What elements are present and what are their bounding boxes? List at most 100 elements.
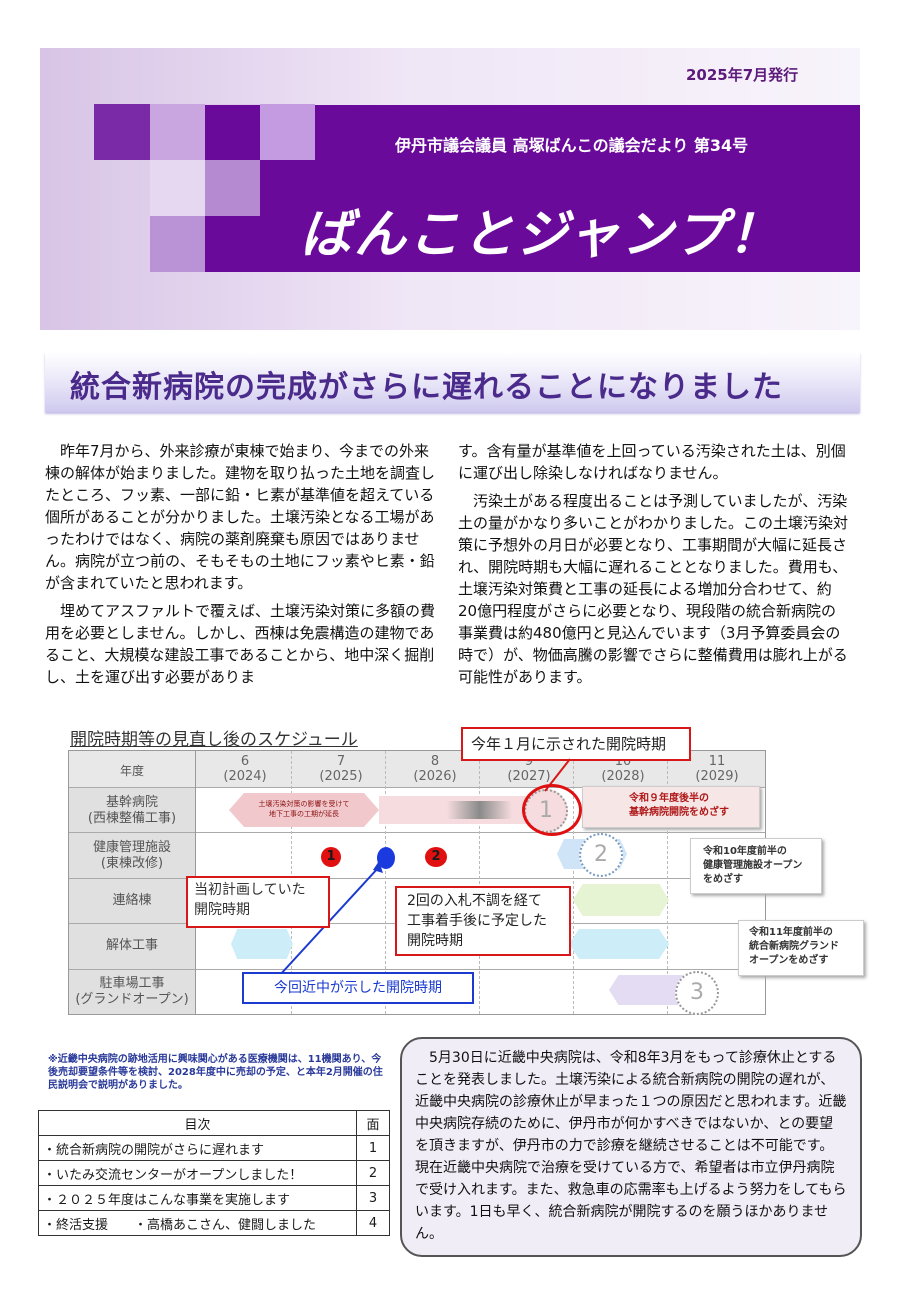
note-text: 健康管理施設オープン [703,860,803,871]
deco-square [150,160,205,216]
toc-page: 2 [356,1160,390,1186]
year-col: 11(2029) [669,754,765,784]
fy: 7 [336,754,346,769]
row-label-demolition: 解体工事 [69,938,195,954]
grid-line [385,751,386,1014]
year: (2024) [223,769,267,784]
note-milestone-2: 令和10年度前半の健康管理施設オープンをめざす [690,838,822,894]
toc-item: ・統合新病院の開院がさらに遅れます [38,1135,357,1161]
table-row[interactable]: ・２０２５年度はこんな事業を実施します 3 [38,1185,390,1211]
note-milestone-1: 令和９年度後半の基幹病院開院をめざす [582,786,760,828]
fy: 9 [524,754,534,769]
callout-initial-plan: 当初計画していた開院時期 [186,876,330,928]
headline: 統合新病院の完成がさらに遅れることになりました [70,370,783,405]
table-row[interactable]: ・いたみ交流センターがオープンしました！ 2 [38,1160,390,1186]
milestone-2-icon: 2 [579,833,623,877]
toc-item: ・２０２５年度はこんな事業を実施します [38,1185,357,1211]
row-label-connector: 連絡棟 [69,893,195,909]
note-text: 基幹病院開院をめざす [629,807,729,818]
demolition-bar-1 [231,929,293,959]
grid-line [69,832,765,833]
footnote: ※近畿中央病院の跡地活用に興味関心がある医療機関は、11機関あり、今後売却要望条… [48,1054,383,1091]
deco-square [205,160,260,216]
callout-ring [522,784,582,836]
year: (2029) [695,769,739,784]
year: (2027) [507,769,551,784]
row-label: 連絡棟 [112,893,152,908]
year-col: 8(2026) [387,754,483,784]
construction-bar [229,793,379,827]
grid-line [667,751,668,1014]
toc-page: 1 [356,1135,390,1161]
paragraph: す。含有量が基準値を上回っている汚染された土は、別個に運び出し除染しなければなり… [458,442,846,482]
note-text: 令和９年度後半の [629,793,709,804]
note-text: オープンをめざす [749,955,829,966]
toc-header-title: 目次 [38,1110,357,1136]
row-label: 基幹病院 [105,795,158,810]
marker-1-icon: 1 [321,847,341,867]
callout-text: 工事着手後に予定した [407,913,547,929]
row-sublabel: (西棟整備工事) [87,811,177,826]
callout-text: 当初計画していた [194,882,306,898]
year-header-label: 年度 [119,764,144,778]
year-col: 7(2025) [293,754,389,784]
message-box [400,1037,862,1257]
row-sublabel: (グランドオープン) [75,992,189,1007]
toc-header-row: 目次 面 [38,1110,390,1136]
callout-text: 今回近中が示した開院時期 [274,980,442,996]
table-row[interactable]: ・統合新病院の開院がさらに遅れます 1 [38,1135,390,1161]
year: (2026) [413,769,457,784]
row-label-column [69,787,195,1014]
connector-bar [573,884,669,916]
milestone-3-icon: 3 [675,971,719,1015]
fy: 11 [708,754,726,769]
demolition-bar-2 [569,929,669,959]
grid-line [69,878,765,879]
callout-bid-plan: 2回の入札不調を経て工事着手後に予定した開院時期 [395,886,571,956]
note-text: をめざす [703,874,743,885]
paragraph: 昨年7月から、外来診療が東棟で始まり、今までの外来棟の解体が始まりました。建物を… [45,442,436,592]
row-label-health-facility: 健康管理施設(東棟改修) [69,840,195,872]
year: (2025) [319,769,363,784]
note-milestone-3: 令和11年度前半の統合新病院グランドオープンをめざす [738,920,864,976]
toc-page: 4 [356,1210,390,1236]
schedule-table: 年度 6(2024) 7(2025) 8(2026) 9(2027) 10(20… [68,750,766,1015]
newsletter-title: ばんことジャンプ！ [300,205,782,265]
construction-bar-text: 土壌汚染対策の影響を受けて地下工事の工期が延長 [258,800,350,818]
note-text: 令和11年度前半の [749,927,833,938]
grid-line [69,969,765,970]
callout-text: 2回の入札不調を経て [407,893,542,909]
callout-jan-plan: 今年１月に示された開院時期 [461,727,691,761]
paragraph: 汚染土がある程度出ることは予測していましたが、汚染土の量がかなり多いことがわかり… [458,492,849,686]
toc-item: ・いたみ交流センターがオープンしました！ [38,1160,357,1186]
marker-2-icon: 2 [425,847,447,867]
callout-current-plan: 今回近中が示した開院時期 [242,972,474,1004]
year: (2028) [601,769,645,784]
deco-square [150,104,205,160]
callout-text: 開院時期 [194,902,250,918]
note-text: 統合新病院グランド [749,941,839,952]
deco-square [94,104,150,160]
year-col: 6(2024) [197,754,293,784]
note-text: 令和10年度前半の [703,846,787,857]
row-label: 駐車場工事 [99,976,165,991]
construction-bar-blur [447,801,512,819]
row-label: 解体工事 [105,938,158,953]
callout-text: 今年１月に示された開院時期 [471,735,667,753]
grid-line [573,751,574,1014]
deco-square [150,216,205,272]
table-row[interactable]: ・終活支援 ・高橋あこさん、健闘しました 4 [38,1210,390,1236]
toc-header-page: 面 [356,1110,390,1136]
toc-page: 3 [356,1185,390,1211]
newsletter-subtitle: 伊丹市議会議員 高塚ばんこの議会だより 第34号 [395,136,749,155]
paragraph: 埋めてアスファルトで覆えば、土壌汚染対策に多額の費用を必要としません。しかし、西… [45,602,436,686]
issue-date: 2025年7月発行 [686,66,799,84]
toc-item: ・終活支援 ・高橋あこさん、健闘しました [38,1210,357,1236]
row-label-main-hospital: 基幹病院(西棟整備工事) [69,795,195,827]
table-of-contents: 目次 面 ・統合新病院の開院がさらに遅れます 1 ・いたみ交流センターがオープン… [38,1110,390,1236]
grid-line [69,787,765,788]
schedule-title: 開院時期等の見直し後のスケジュール [70,730,358,750]
row-sublabel: (東棟改修) [100,856,164,871]
fy: 8 [430,754,440,769]
row-label: 健康管理施設 [92,840,171,855]
